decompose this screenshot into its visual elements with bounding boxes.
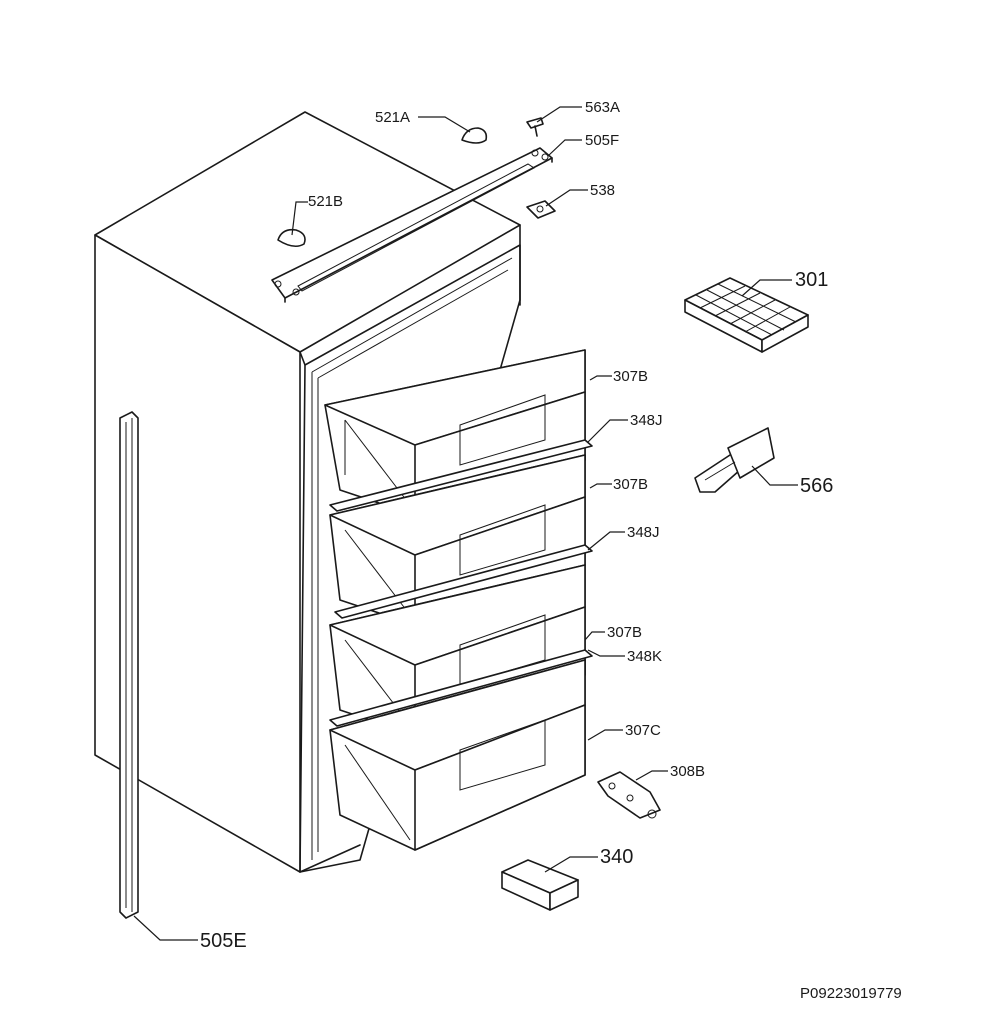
label-505f: 505F: [585, 132, 619, 149]
freezer-cabinet: [94, 111, 521, 873]
label-538: 538: [590, 182, 615, 199]
label-521a: 521A: [375, 109, 410, 126]
label-566: 566: [800, 475, 833, 497]
label-307b-2: 307B: [613, 476, 648, 493]
label-521b: 521B: [308, 193, 343, 210]
label-301: 301: [795, 269, 828, 291]
cover-cap-521a: [461, 127, 488, 144]
bottom-hinge: [597, 771, 661, 819]
glass-shelf-1: [329, 439, 593, 512]
cover-cap-521b: [277, 228, 306, 248]
label-307b-3: 307B: [607, 624, 642, 641]
label-307b-1: 307B: [613, 368, 648, 385]
glass-shelf-2: [334, 544, 593, 619]
label-348k: 348K: [627, 648, 662, 665]
ice-scoop: [694, 427, 775, 493]
label-340: 340: [600, 846, 633, 868]
label-505e: 505E: [200, 930, 247, 952]
diagram-code: P09223019779: [800, 985, 902, 1002]
glass-shelf-3: [329, 649, 593, 727]
hinge-pin-538: [526, 200, 556, 219]
label-307c: 307C: [625, 722, 661, 739]
label-563a: 563A: [585, 99, 620, 116]
cold-accumulator-block: [501, 859, 579, 911]
screw-563a: [526, 117, 544, 137]
label-308b: 308B: [670, 763, 705, 780]
top-hinge-bar: [271, 147, 553, 303]
ice-cube-tray: [684, 277, 809, 353]
label-348j-1: 348J: [630, 412, 663, 429]
drawer-4: [329, 659, 586, 851]
label-348j-2: 348J: [627, 524, 660, 541]
callout-labels: 521A 563A 505F 521B 538 301 307B 348J 30…: [200, 99, 833, 952]
door-gasket: [119, 411, 139, 919]
leader-lines: [133, 106, 798, 941]
